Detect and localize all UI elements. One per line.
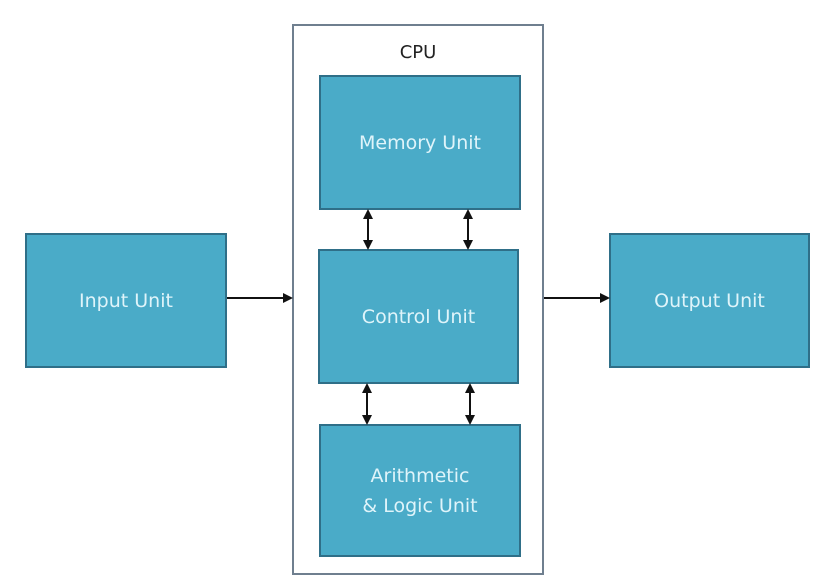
alu-label-line1: Arithmetic: [370, 464, 470, 487]
alu-box: Arithmetic & Logic Unit: [319, 424, 521, 557]
cpu-label: CPU: [399, 42, 437, 63]
input-unit-label: Input Unit: [79, 289, 173, 312]
alu-label-line2: & Logic Unit: [362, 494, 478, 517]
control-unit-box: Control Unit: [318, 249, 519, 384]
memory-unit-label: Memory Unit: [359, 131, 481, 154]
memory-unit-box: Memory Unit: [319, 75, 521, 210]
output-unit-box: Output Unit: [609, 233, 810, 368]
control-unit-label: Control Unit: [361, 305, 476, 328]
input-unit-box: Input Unit: [25, 233, 227, 368]
output-unit-label: Output Unit: [654, 289, 765, 312]
